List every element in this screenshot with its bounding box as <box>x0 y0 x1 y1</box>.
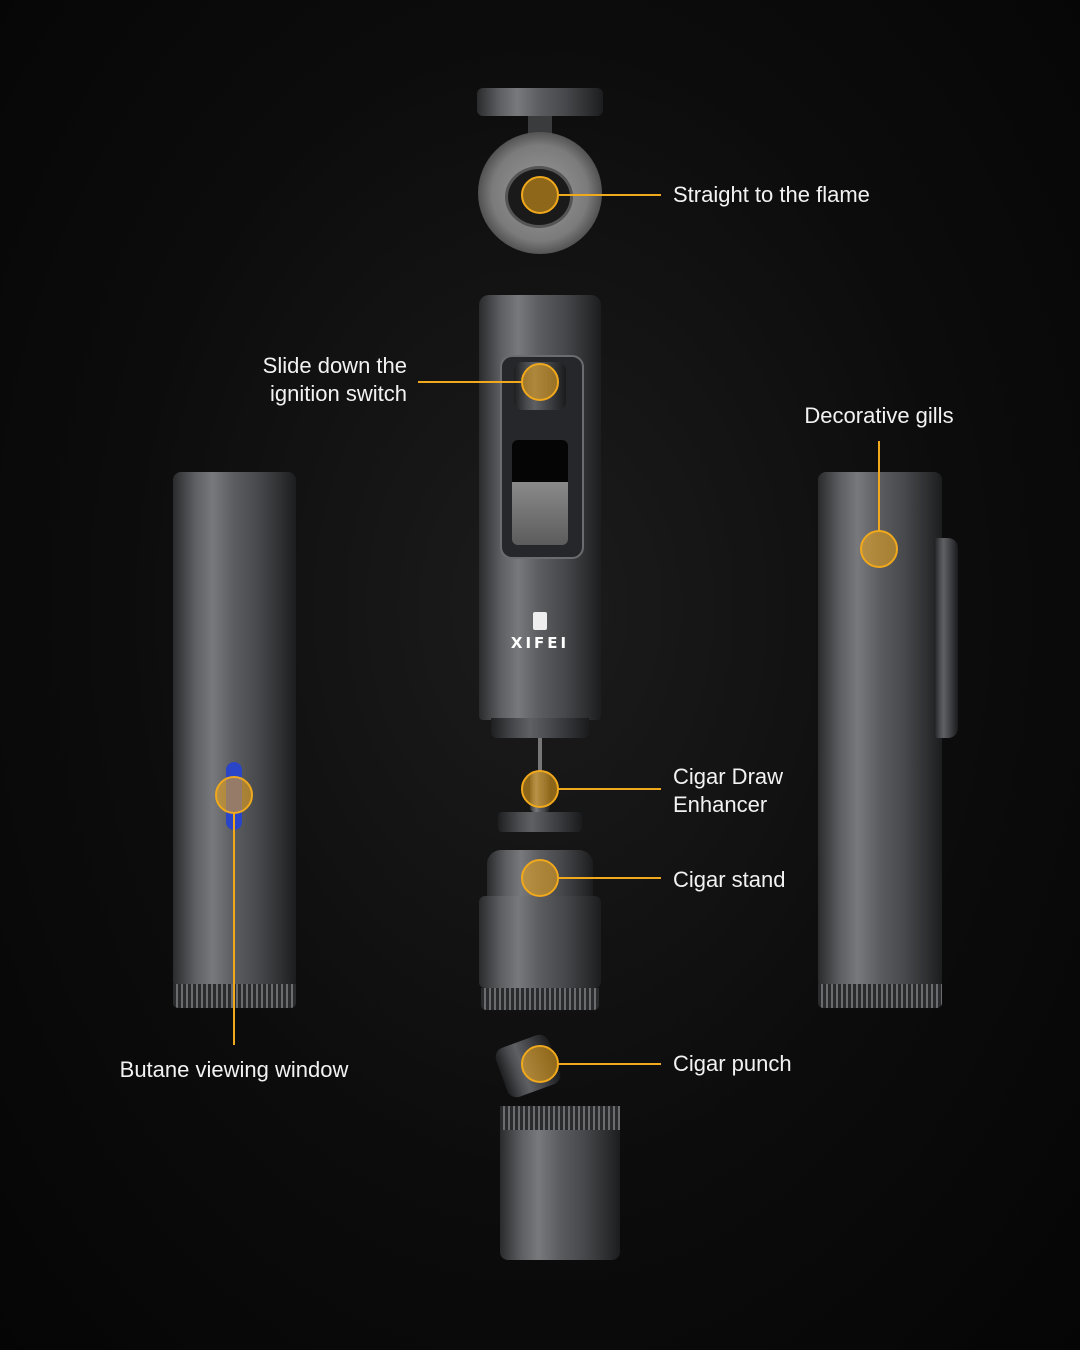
cigar-stand-grip <box>481 988 599 1010</box>
label-butane: Butane viewing window <box>119 1057 349 1082</box>
callout-marker-gills <box>860 530 898 568</box>
label-ignition: Slide down the ignition switch <box>263 352 407 408</box>
top-hat-icon <box>533 612 547 630</box>
label-gills: Decorative gills <box>804 403 954 428</box>
callout-marker-flame <box>521 176 559 214</box>
enhancer-pin <box>538 738 542 778</box>
xifei-logo: XIFEI <box>500 612 580 652</box>
body-bottom-ring <box>491 718 589 738</box>
label-flame: Straight to the flame <box>673 182 870 207</box>
cigar-stand-base <box>479 896 601 988</box>
label-stand: Cigar stand <box>673 867 786 892</box>
enhancer-disk <box>498 812 582 832</box>
label-enhancer-line2: Enhancer <box>673 792 768 817</box>
callout-marker-enhancer <box>521 770 559 808</box>
callout-marker-stand <box>521 859 559 897</box>
right-grip <box>818 984 942 1008</box>
label-enhancer-line1: Cigar Draw <box>673 764 784 789</box>
label-ignition-line1: Slide down the <box>262 353 407 378</box>
cap-top-disc <box>477 88 603 116</box>
label-ignition-line2: ignition switch <box>270 381 407 406</box>
brand-name: XIFEI <box>510 634 570 652</box>
callout-marker-ignition <box>521 363 559 401</box>
label-punch: Cigar punch <box>673 1051 792 1076</box>
callout-marker-butane <box>215 776 253 814</box>
side-clip <box>934 538 958 738</box>
punch-body <box>500 1130 620 1260</box>
callout-marker-punch <box>521 1045 559 1083</box>
label-enhancer: Cigar Draw Enhancer <box>673 763 783 819</box>
punch-grip <box>500 1106 620 1130</box>
fuel-chamber-mesh <box>512 440 568 545</box>
